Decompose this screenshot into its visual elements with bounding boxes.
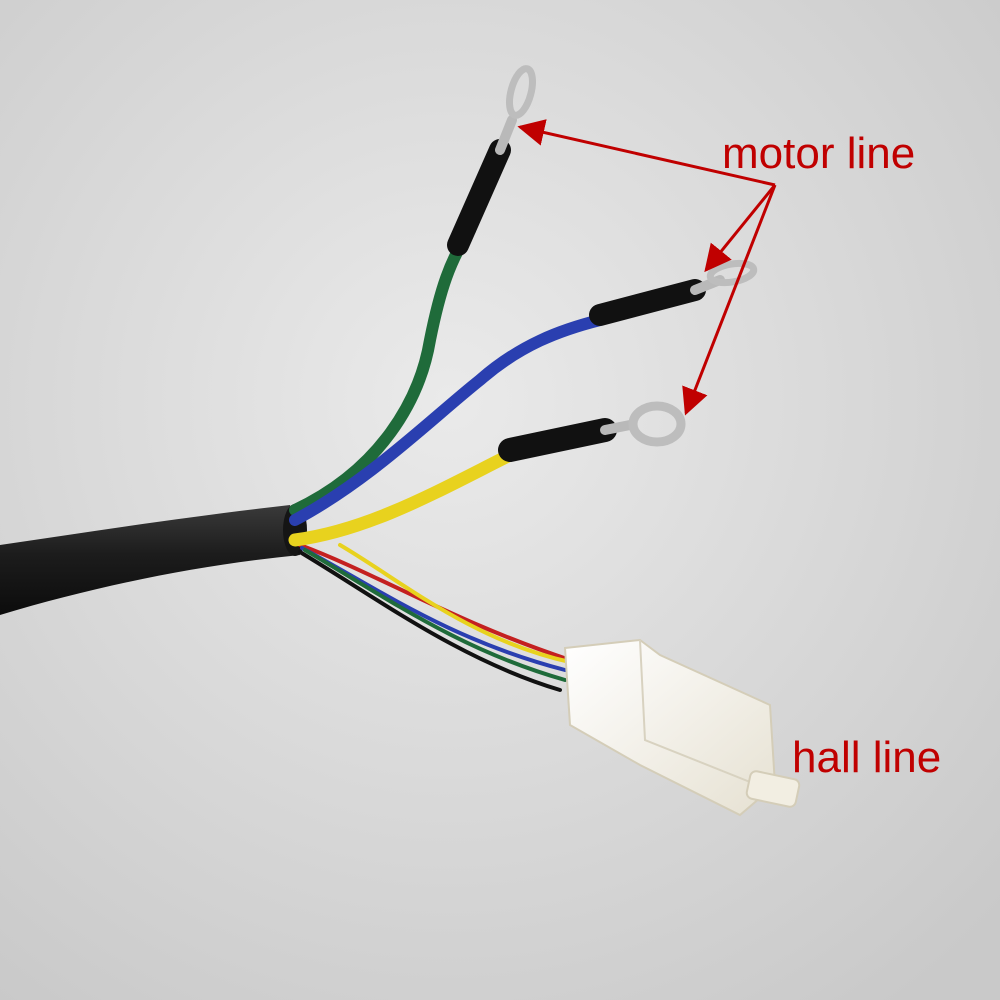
arrow-to-blue-terminal [704,184,777,273]
arrow-to-yellow-terminal [682,184,777,416]
green-motor-wire [289,65,536,516]
hall-connector [563,638,801,817]
blue-motor-wire [289,259,758,526]
arrow-to-green-terminal [517,119,776,187]
hall-wires [298,543,572,692]
yellow-motor-wire [288,401,686,547]
hall-line-label: hall line [792,733,942,782]
motor-line-label: motor line [722,129,916,178]
connector-tab [745,770,801,808]
motor-line-arrows [517,119,777,416]
